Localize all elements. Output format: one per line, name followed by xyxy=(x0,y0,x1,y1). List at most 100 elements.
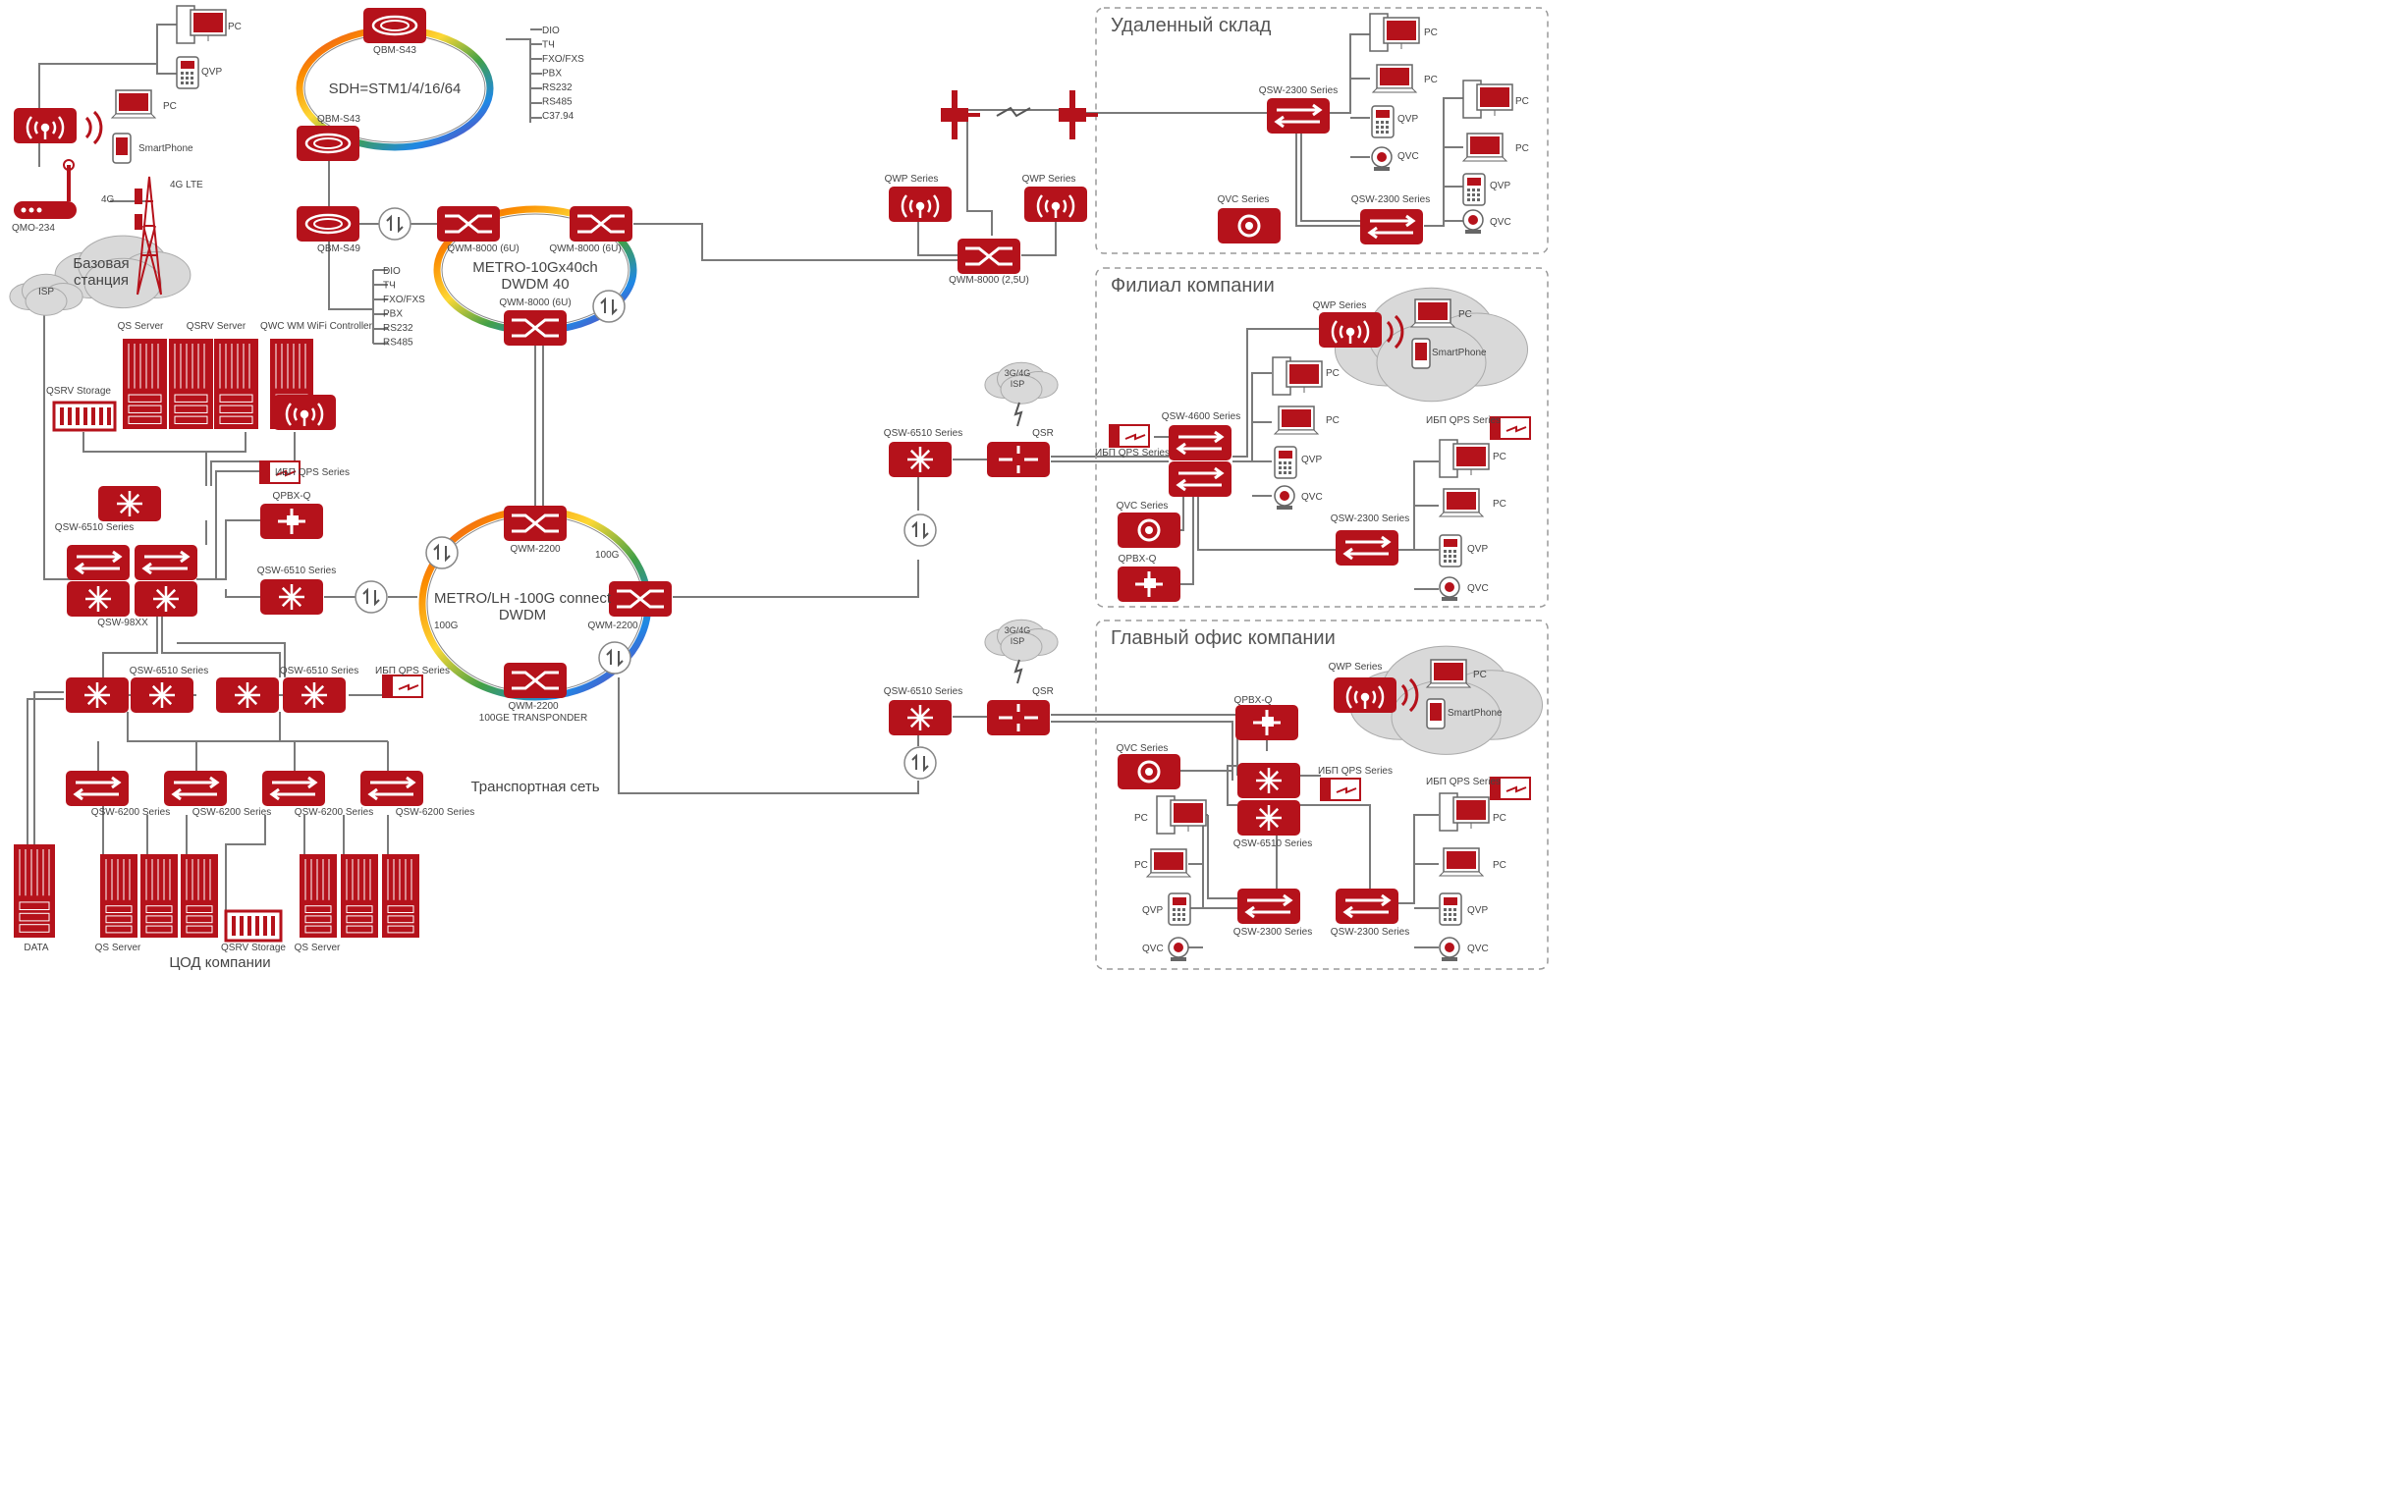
interface-label-2: ТЧ xyxy=(383,281,396,292)
qsw-6510-branch-label: QSW-6510 Series xyxy=(884,428,962,439)
qsr-branch-label: QSR xyxy=(1032,428,1054,439)
zone-branch xyxy=(1095,267,1549,608)
pc-label: PC xyxy=(1515,143,1529,154)
metro100-label-2: DWDM xyxy=(499,607,546,623)
switch-arrows-icon xyxy=(1342,535,1392,561)
qwp-label-1: QWP Series xyxy=(885,174,939,185)
ups-label-row: ИБП QPS Series xyxy=(375,666,450,676)
server-grid-icon xyxy=(346,859,371,900)
isp-34-label-hq: 3G/4G xyxy=(1005,625,1031,635)
microwave-antenna-left xyxy=(941,90,980,139)
metro10-label: METRO-10Gx40ch xyxy=(472,259,598,276)
qsrv-server-2 xyxy=(214,339,258,429)
qvp-label: QVP xyxy=(1397,114,1418,125)
pc-label: PC xyxy=(1424,75,1438,85)
qsw-6200-label-2: QSW-6200 Series xyxy=(192,807,271,818)
switch-arrows-icon xyxy=(1176,466,1225,492)
isp-label-hq: ISP xyxy=(1011,636,1025,646)
laptop-warehouse-2 xyxy=(1461,133,1508,162)
qpbx-label-branch: QPBX-Q xyxy=(1119,554,1157,565)
wifi-waves-branch-icon xyxy=(1386,314,1404,350)
switch-arrows-icon xyxy=(269,776,318,801)
g100-label-2: 100G xyxy=(434,621,459,631)
qvc-cam-warehouse-2 xyxy=(1462,209,1484,234)
qsw-2300-branch xyxy=(1336,530,1398,566)
wifi-waves-icon xyxy=(84,110,103,145)
qsw-2300-warehouse-2 xyxy=(1360,209,1423,244)
dc-caption: ЦОД компании xyxy=(169,954,270,971)
qs-server-label-bottom: QS Server xyxy=(95,943,141,953)
qvc-label: QVC xyxy=(1301,492,1323,503)
qwm-2200-label-bottom: QWM-2200 xyxy=(508,701,559,712)
qsw-6510-dc-label: QSW-6510 Series xyxy=(55,522,134,533)
qvc-series-label-branch: QVC Series xyxy=(1117,501,1169,512)
smartphone-top-left xyxy=(112,133,132,164)
qsw-4600-1 xyxy=(1169,425,1231,460)
qwm-8000-label-right: QWM-8000 (6U) xyxy=(549,243,621,254)
pc-label: PC xyxy=(1326,368,1340,379)
branch-wifi-cloud xyxy=(1334,287,1529,403)
qwp-label-2: QWP Series xyxy=(1022,174,1076,185)
qvc-label: QVC xyxy=(1397,151,1419,162)
pc-label: PC xyxy=(1134,860,1148,871)
switch-arrows-icon xyxy=(1367,214,1416,240)
bolt-icon xyxy=(275,469,297,477)
qbm-s49 xyxy=(297,206,359,242)
isp-cloud-branch xyxy=(984,361,1059,405)
ups-hq-right-label: ИБП QPS Series xyxy=(1426,777,1501,787)
qsw-6510-row-label-2: QSW-6510 Series xyxy=(280,666,358,676)
qvc-cam-branch-2 xyxy=(1439,576,1460,601)
pc-label: PC xyxy=(1493,813,1506,824)
qwm-2200-label-top: QWM-2200 xyxy=(510,544,561,555)
metro10-label-2: DWDM 40 xyxy=(501,276,569,293)
pc-warehouse-2 xyxy=(1462,80,1513,119)
interface-label-2: PBX xyxy=(383,309,403,320)
qsw-2300-label-branch: QSW-2300 Series xyxy=(1331,513,1409,524)
bolt-icon xyxy=(1505,785,1527,793)
qbm-s49-label: QBM-S49 xyxy=(317,243,360,254)
devices xyxy=(14,5,1531,961)
server-grid-icon xyxy=(275,344,306,389)
pc-label: PC xyxy=(228,22,242,32)
qvc-series-label-wh: QVC Series xyxy=(1218,194,1270,205)
isp-cloud xyxy=(9,273,83,316)
switch-arrows-icon xyxy=(1176,430,1225,456)
switch-arrows-icon xyxy=(1342,893,1392,919)
smartphone-label: SmartPhone xyxy=(1432,348,1487,358)
qsr-branch xyxy=(987,442,1050,477)
cross-arrows-icon xyxy=(445,214,492,234)
camera-icon xyxy=(1137,760,1161,783)
server-grid-icon xyxy=(387,859,412,900)
g4lte-label: 4G LTE xyxy=(170,180,203,190)
smartphone-branch xyxy=(1411,338,1431,369)
qvc-label: QVC xyxy=(1142,944,1164,954)
interface-label: PBX xyxy=(542,69,562,80)
l3-star-icon xyxy=(907,447,933,472)
qwp-label-branch: QWP Series xyxy=(1313,300,1367,311)
interface-label: DIO xyxy=(542,26,560,36)
laptop-branch-1 xyxy=(1273,405,1320,435)
transponder-label: 100GE TRANSPONDER xyxy=(479,713,587,724)
qsr-hq-label: QSR xyxy=(1032,686,1054,697)
qwm-2200-label-right: QWM-2200 xyxy=(587,621,638,631)
wifi-icon xyxy=(26,116,65,139)
qsw-6510-row-label-1: QSW-6510 Series xyxy=(130,666,208,676)
ups-hq-label: ИБП QPS Series xyxy=(1318,766,1393,777)
qs-server-label: QS Server xyxy=(118,321,164,332)
interface-label: RS485 xyxy=(542,97,573,108)
server-grid-icon xyxy=(174,344,205,389)
isp-34-label: 3G/4G xyxy=(1005,368,1031,378)
clouds xyxy=(9,235,1544,755)
base-station-label: Базовая xyxy=(73,255,129,272)
qsw-2300-label-wh-1: QSW-2300 Series xyxy=(1259,85,1338,96)
qmo-modem xyxy=(14,201,77,219)
qsw-2300-label-hq-1: QSW-2300 Series xyxy=(1233,927,1312,938)
l3-star-icon xyxy=(153,586,179,612)
server-grid-icon xyxy=(304,859,330,900)
qvp-warehouse-1 xyxy=(1371,105,1395,138)
bolt-icon xyxy=(1336,786,1357,794)
qwm-8000-label-bottom: QWM-8000 (6U) xyxy=(499,297,571,308)
qvp-branch-2 xyxy=(1439,534,1462,567)
qsrv-server-label: QSRV Server xyxy=(187,321,246,332)
pc-label: PC xyxy=(163,101,177,112)
